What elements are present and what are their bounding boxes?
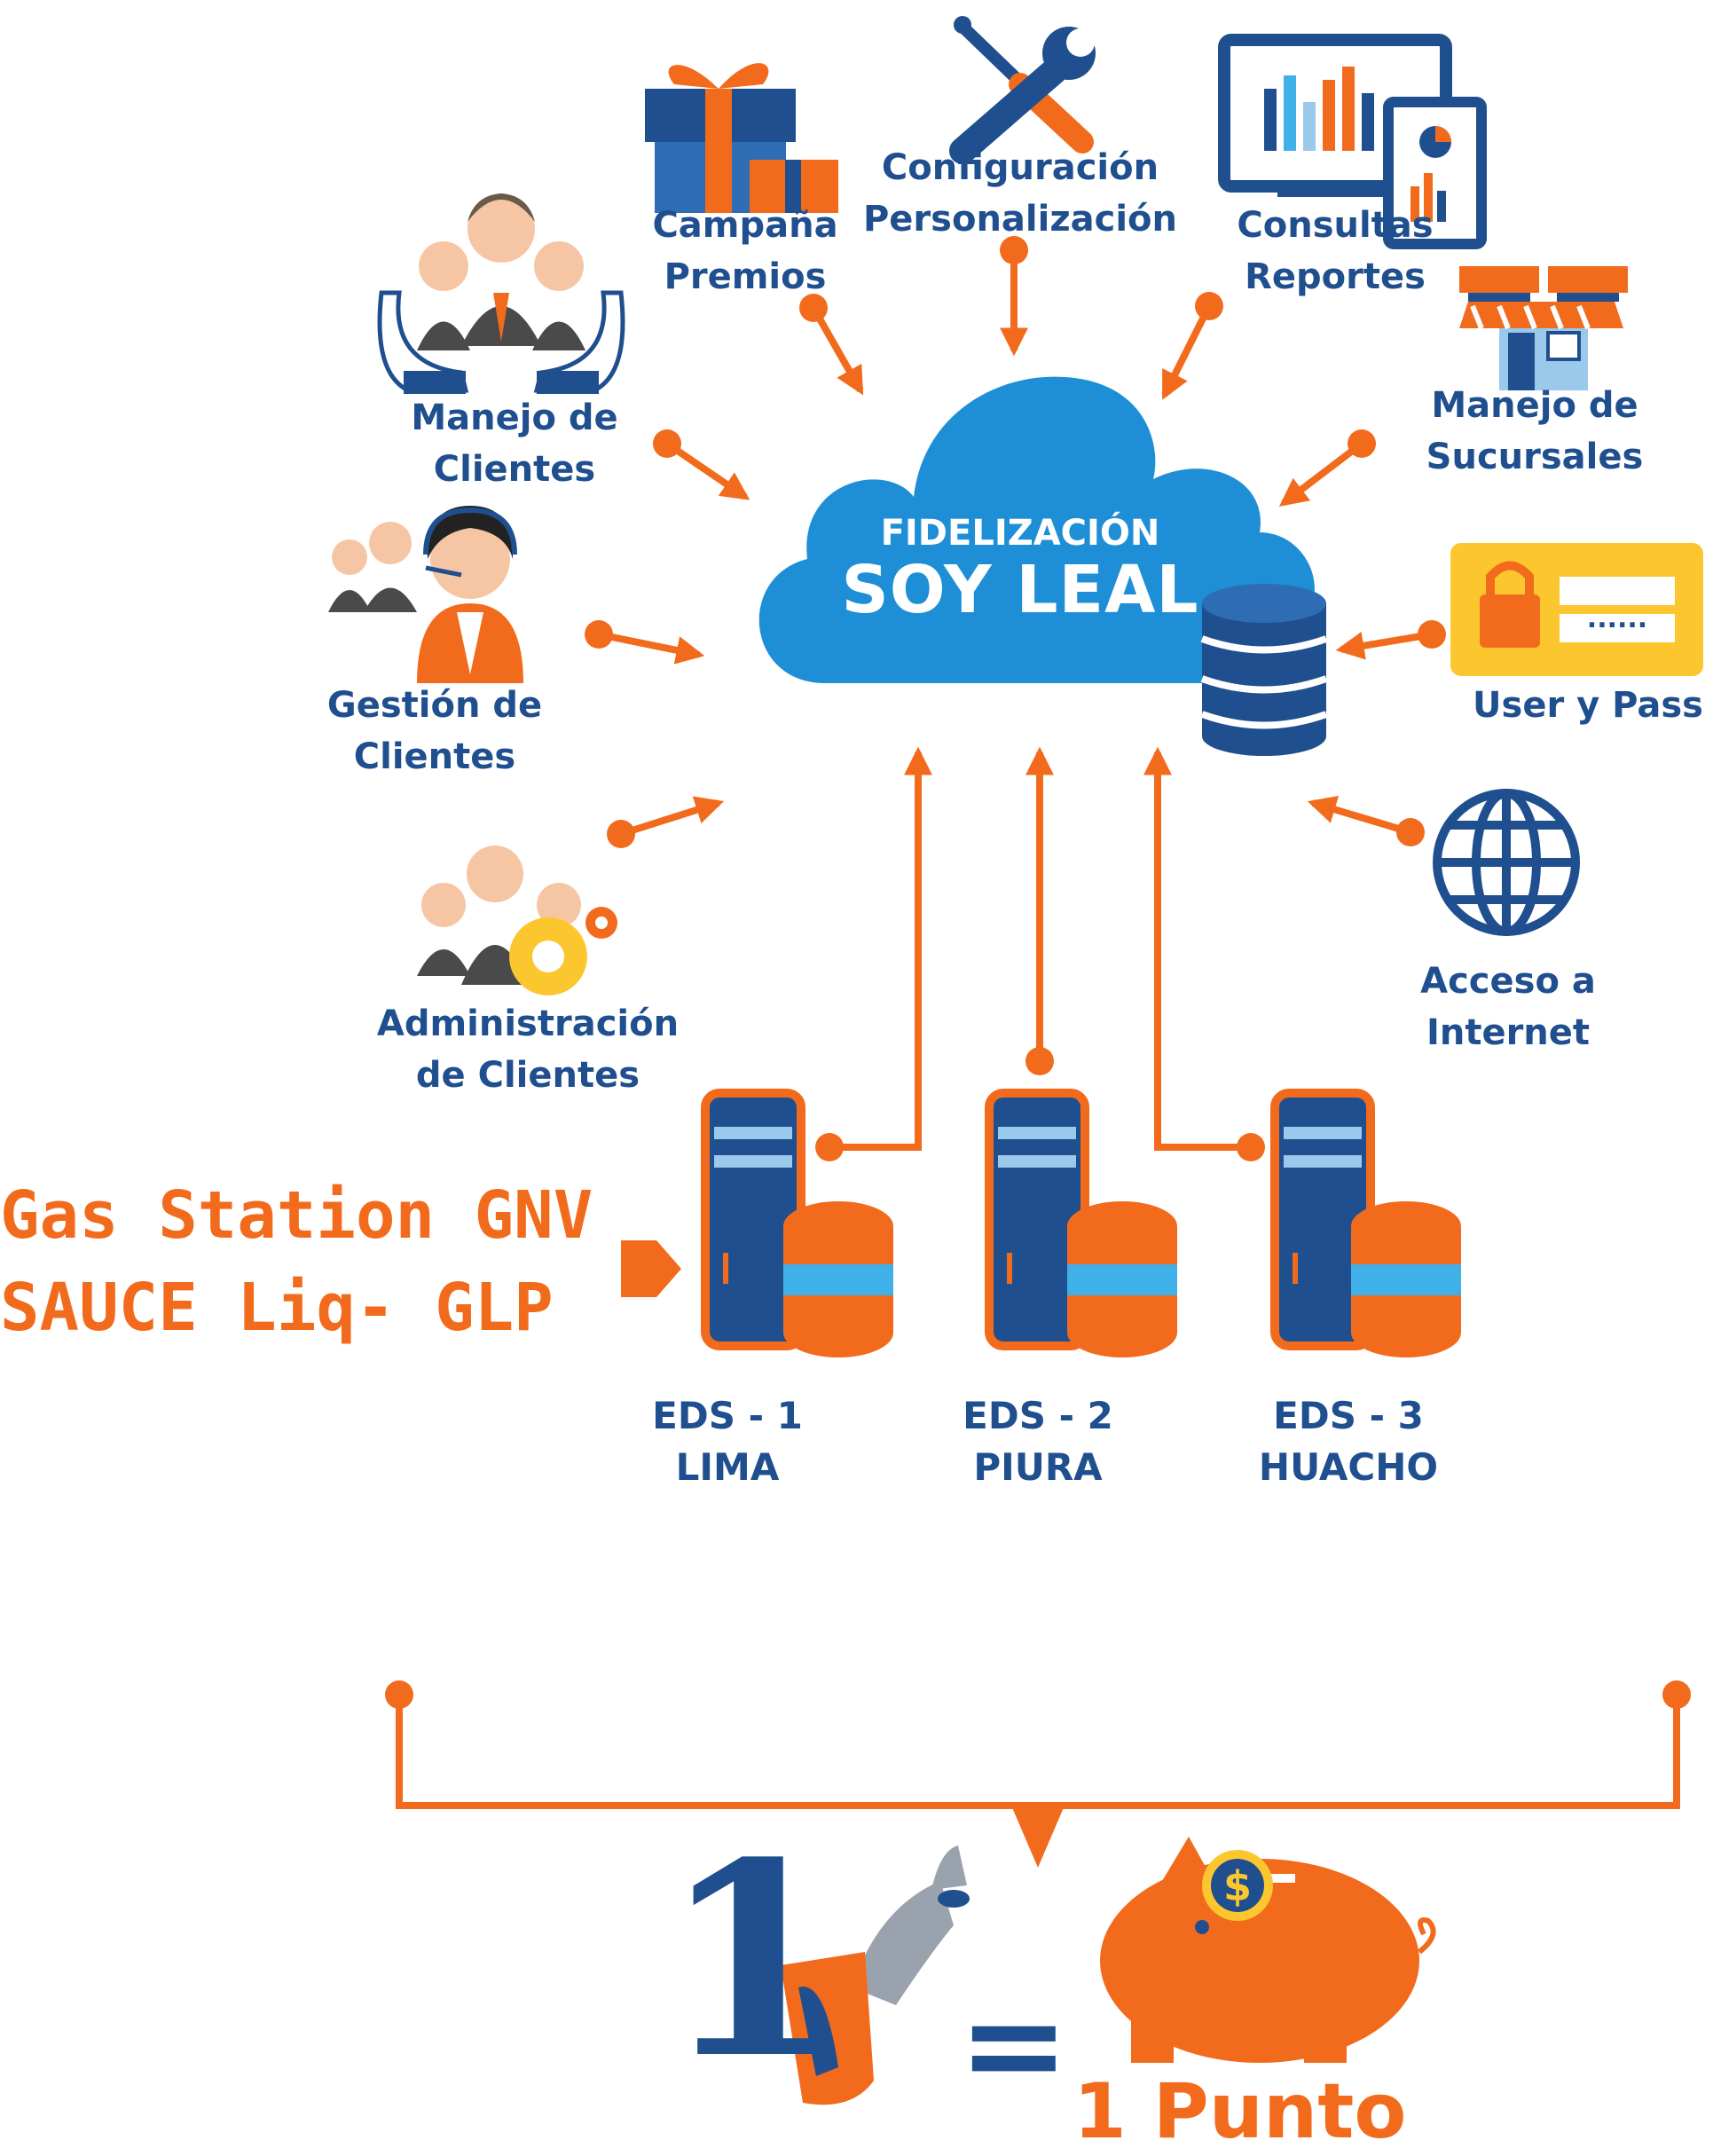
server-icon-3	[1270, 1089, 1461, 1357]
label-line: Clientes	[353, 736, 516, 777]
label-line: Administración	[376, 1003, 680, 1044]
label-line: Campaña	[652, 205, 838, 246]
station-label-1: EDS - 1 LIMA	[612, 1390, 843, 1493]
label-line: Internet	[1426, 1012, 1591, 1053]
server-icon-1	[701, 1089, 893, 1357]
station-label-2: EDS - 2 PIURA	[923, 1390, 1153, 1493]
label-user-pass: User y Pass	[1464, 680, 1712, 731]
label-line: Manejo de	[1431, 385, 1638, 426]
label-administracion: Administración de Clientes	[364, 998, 692, 1101]
people-hands-icon	[377, 193, 625, 394]
station-label-3: EDS - 3 HUACHO	[1233, 1390, 1464, 1493]
wrench-screwdriver-icon	[949, 16, 1096, 164]
password-mask: ......	[1586, 603, 1648, 634]
call-center-icon	[328, 506, 523, 683]
label-acceso-internet: Acceso a Internet	[1384, 956, 1632, 1058]
gas-station-line-2: SAUCE Liq- GLP	[0, 1270, 554, 1346]
cloud-shape	[758, 376, 1315, 683]
bracket-connector	[385, 1680, 1691, 1868]
label-line: Manejo de	[411, 397, 618, 438]
points-label: 1 Punto	[1073, 2067, 1407, 2156]
cloud-name: SOY LEAL	[841, 552, 1199, 628]
label-line: Acceso a	[1420, 961, 1596, 1002]
connector-arrows	[585, 236, 1446, 1161]
store-icon	[1459, 266, 1628, 390]
label-configuracion: Configuración Personalización	[852, 142, 1189, 245]
cloud-database-icon	[1200, 584, 1328, 756]
label-gestion-clientes: Gestión de Clientes	[310, 680, 559, 783]
login-box-icon	[1450, 543, 1703, 676]
label-line: Clientes	[433, 449, 596, 490]
station-city: HUACHO	[1258, 1445, 1439, 1489]
label-line: Sucursales	[1426, 437, 1644, 477]
label-consultas-reportes: Consultas Reportes	[1215, 200, 1455, 303]
station-city: PIURA	[973, 1445, 1103, 1489]
monitor-chart-icon	[1218, 34, 1487, 249]
cloud-title: FIDELIZACIÓN	[880, 513, 1160, 554]
label-campana-premios: Campaña Premios	[621, 200, 869, 303]
station-code: EDS - 3	[1273, 1394, 1424, 1437]
station-code: EDS - 1	[652, 1394, 803, 1437]
svg-text:$: $	[1223, 1862, 1252, 1910]
gas-station-line-1: Gas Station GNV	[0, 1177, 593, 1254]
pointer-arrow-icon	[621, 1240, 681, 1297]
label-line: User y Pass	[1473, 685, 1703, 726]
station-city: LIMA	[675, 1445, 780, 1489]
label-line: Reportes	[1245, 256, 1426, 297]
label-line: de Clientes	[415, 1055, 640, 1096]
label-manejo-sucursales: Manejo de Sucursales	[1410, 380, 1659, 483]
equals-sign: =	[958, 1968, 1070, 2122]
server-icon-2	[985, 1089, 1177, 1357]
label-line: Personalización	[862, 199, 1177, 240]
quantity-digit: 1	[661, 1804, 846, 2117]
label-manejo-clientes: Manejo de Clientes	[390, 392, 639, 495]
label-line: Premios	[664, 256, 827, 297]
globe-icon	[1433, 789, 1580, 936]
gas-station-title: Gas Station GNV SAUCE Liq- GLP	[0, 1169, 593, 1354]
admin-gear-icon	[417, 846, 617, 995]
label-line: Configuración	[881, 147, 1159, 188]
label-line: Consultas	[1237, 205, 1434, 246]
gift-icon	[645, 63, 838, 213]
fuel-nozzle-icon	[781, 1845, 970, 2105]
station-code: EDS - 2	[963, 1394, 1113, 1437]
dollar-coin-icon: $	[1202, 1850, 1273, 1921]
label-line: Gestión de	[326, 685, 543, 726]
